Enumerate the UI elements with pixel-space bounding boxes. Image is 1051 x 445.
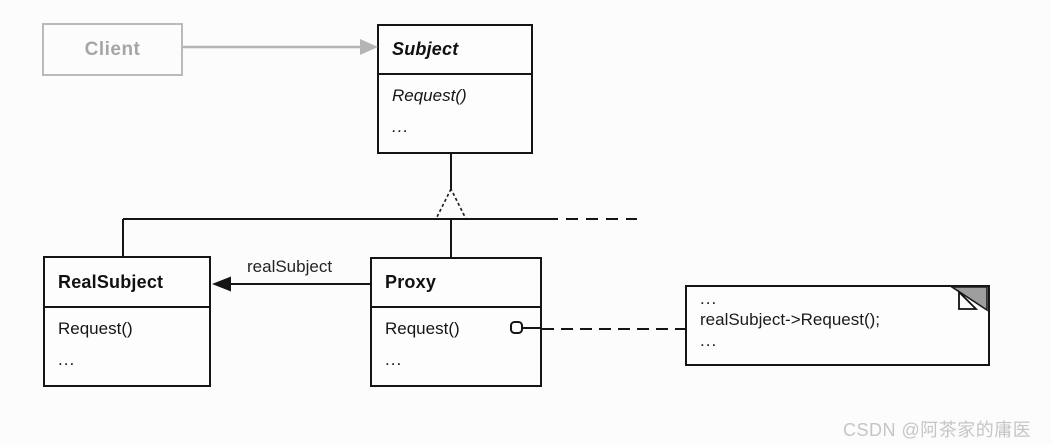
method-label: Request() [58, 319, 133, 338]
client-dependency-arrowhead-icon [360, 39, 378, 55]
note-box: ... realSubject->Request(); ... [685, 285, 990, 366]
note-line: realSubject->Request(); [700, 310, 881, 329]
note-line: ... [700, 289, 718, 308]
method-ellipsis: ... [58, 350, 76, 369]
class-proxy-name: Proxy [372, 259, 540, 308]
watermark-text: CSDN @阿茶家的庸医 [843, 420, 1032, 440]
association-arrowhead-icon [212, 276, 231, 292]
note-line: ... [700, 331, 718, 350]
association-label: realSubject [247, 257, 333, 276]
method-label: Request() [392, 86, 467, 105]
note-dogear-icon [949, 286, 988, 312]
class-subject-name: Subject [379, 26, 531, 75]
class-client: Client [42, 23, 183, 76]
class-proxy: Proxy Request() ... [370, 257, 542, 387]
class-realsubject-name: RealSubject [45, 258, 209, 308]
class-subject-methods: Request() ... [379, 75, 531, 137]
method-ellipsis: ... [385, 350, 403, 369]
class-subject: Subject Request() ... [377, 24, 533, 154]
method-label: Request() [385, 319, 460, 338]
class-client-name: Client [84, 38, 141, 60]
class-realsubject-methods: Request() ... [45, 308, 209, 370]
method-ellipsis: ... [392, 117, 410, 136]
class-realsubject: RealSubject Request() ... [43, 256, 211, 387]
inheritance-triangle-icon [434, 187, 468, 220]
note-code: ... realSubject->Request(); ... [687, 287, 988, 351]
class-proxy-methods: Request() ... [372, 308, 540, 370]
